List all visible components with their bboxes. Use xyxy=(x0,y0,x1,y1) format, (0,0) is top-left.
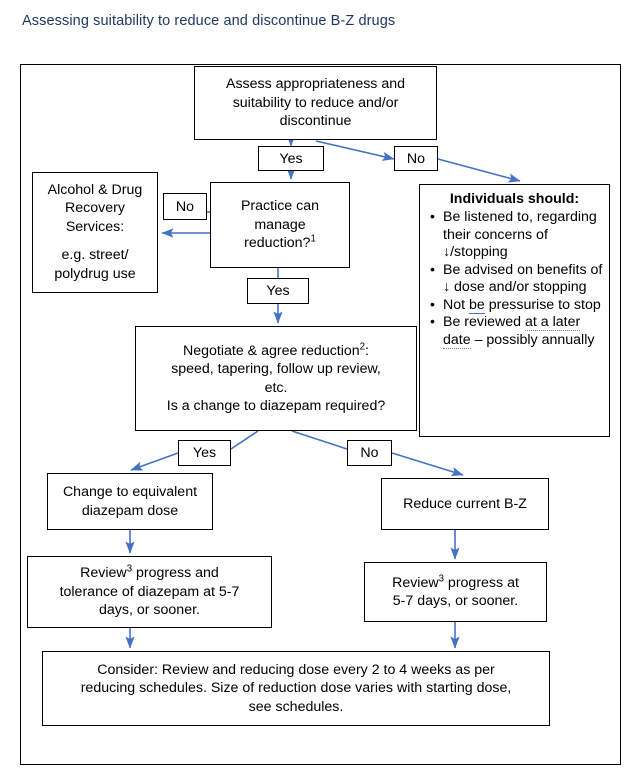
edge-label-yes-2[interactable]: Yes xyxy=(247,278,309,304)
negotiate-line-4: Is a change to diazepam required? xyxy=(166,397,386,414)
consider-line-1: Consider: Review and reducing dose every… xyxy=(97,661,495,678)
node-individuals-should[interactable]: Individuals should: Be listened to, rega… xyxy=(419,184,610,437)
practice-line-2: manage xyxy=(254,216,306,233)
bullet-text: Be listened to, regarding their concerns… xyxy=(443,209,597,261)
negotiate-colon: : xyxy=(365,342,369,359)
individuals-bullet-list: Be listened to, regarding their concerns… xyxy=(426,208,603,349)
node-assess-appropriateness[interactable]: Assess appropriateness and suitability t… xyxy=(194,66,437,140)
review-left-line-3: days, or sooner. xyxy=(99,602,200,619)
page-title: Assessing suitability to reduce and disc… xyxy=(22,13,396,29)
review-left-line-2: tolerance of diazepam at 5-7 xyxy=(59,583,240,600)
node-consider-review-reducing-dose[interactable]: Consider: Review and reducing dose every… xyxy=(42,651,550,726)
negotiate-line-2: speed, tapering, follow up review, xyxy=(171,361,381,378)
adrs-example-line-1: e.g. street/ xyxy=(61,247,129,264)
spellcheck-underlined-text: be xyxy=(469,296,485,314)
practice-footnote-marker: 1 xyxy=(310,233,316,245)
node-negotiate-agree-reduction[interactable]: Negotiate & agree reduction2: speed, tap… xyxy=(135,326,417,431)
negotiate-line-1: Negotiate & agree reduction2: xyxy=(183,342,369,360)
adrs-line-3: Services: xyxy=(65,218,125,235)
bullet-text: Be reviewed xyxy=(443,314,526,331)
individuals-bullet: Not be pressurise to stop xyxy=(430,296,603,314)
bullet-text: – possibly annually xyxy=(470,331,595,348)
negotiate-line-1-text: Negotiate & agree reduction xyxy=(183,342,360,359)
reduce-line-1: Reduce current B-Z xyxy=(403,495,527,512)
grammar-underlined-text: at a later date xyxy=(443,314,581,349)
edge-label-yes-1[interactable]: Yes xyxy=(258,146,324,171)
review-left-footnote-marker: 3 xyxy=(126,563,133,575)
consider-line-2: reducing schedules. Size of reduction do… xyxy=(80,680,512,697)
flowchart-frame xyxy=(20,64,621,765)
edge-label-yes-3[interactable]: Yes xyxy=(178,440,231,466)
practice-line-1: Practice can xyxy=(240,198,320,215)
edge-label-no-1[interactable]: No xyxy=(394,146,438,171)
node-reduce-current-bz[interactable]: Reduce current B-Z xyxy=(381,478,549,530)
review-right-line-2: 5-7 days, or sooner. xyxy=(392,593,519,609)
individuals-bullet: Be advised on benefits of ↓ dose and/or … xyxy=(430,261,603,297)
change-line-2: diazepam dose xyxy=(81,502,179,519)
bullet-text: Be advised on benefits of ↓ dose and/or … xyxy=(443,261,603,296)
practice-line-3-text: reduction? xyxy=(244,235,311,252)
assess-line-1: Assess appropriateness and xyxy=(225,76,406,93)
node-practice-can-manage-reduction[interactable]: Practice can manage reduction?1 xyxy=(210,182,350,268)
review-left-prefix: Review xyxy=(80,565,127,582)
review-left-line-1-rest: progress and xyxy=(132,565,219,582)
node-review-progress-5-7-days[interactable]: Review3 progress at 5-7 days, or sooner. xyxy=(364,562,547,622)
review-right-line-1-rest: progress at xyxy=(443,574,519,591)
consider-line-3: see schedules. xyxy=(248,698,344,715)
change-line-1: Change to equivalent xyxy=(62,484,198,501)
adrs-line-2: Recovery xyxy=(65,200,125,217)
review-right-prefix: Review xyxy=(392,574,439,591)
edge-label-no-3[interactable]: No xyxy=(347,440,392,466)
review-right-line-1: Review3 progress at xyxy=(392,572,519,592)
review-right-footnote-marker: 3 xyxy=(438,572,444,584)
individuals-bullet: Be reviewed at a later date – possibly a… xyxy=(430,313,603,349)
assess-line-3: discontinue xyxy=(279,113,352,130)
bullet-text: Not xyxy=(443,296,470,313)
negotiate-footnote-marker: 2 xyxy=(359,340,366,352)
node-review-progress-tolerance-diazepam[interactable]: Review3 progress and tolerance of diazep… xyxy=(27,556,272,628)
individuals-heading: Individuals should: xyxy=(449,191,580,207)
assess-line-2: suitability to reduce and/or xyxy=(232,94,399,111)
edge-label-no-2[interactable]: No xyxy=(163,193,207,220)
node-alcohol-drug-recovery-services[interactable]: Alcohol & Drug Recovery Services: e.g. s… xyxy=(32,172,158,293)
negotiate-line-3: etc. xyxy=(264,379,288,396)
bullet-text: pressurise to stop xyxy=(484,296,601,313)
individuals-bullet: Be listened to, regarding their concerns… xyxy=(430,208,603,261)
adrs-line-1: Alcohol & Drug xyxy=(47,182,143,198)
adrs-example-line-2: polydrug use xyxy=(54,265,136,282)
practice-line-3: reduction?1 xyxy=(244,234,316,252)
node-change-to-equivalent-diazepam-dose[interactable]: Change to equivalent diazepam dose xyxy=(47,473,213,530)
review-left-line-1: Review3 progress and xyxy=(80,564,219,582)
